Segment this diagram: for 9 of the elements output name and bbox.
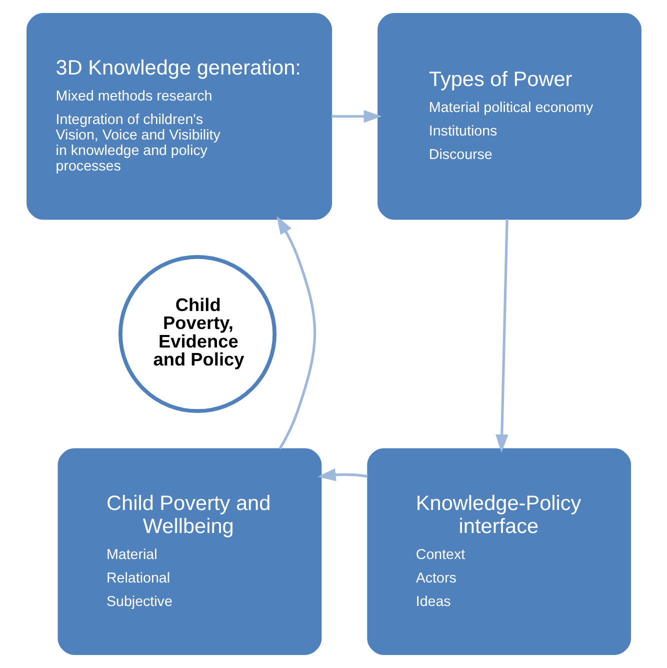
arrow bbox=[331, 110, 382, 123]
node-box: Knowledge-Policy interface Context Actors Ideas bbox=[366, 448, 631, 655]
node-box: 3D Knowledge generation: Mixed methods research Integration of children's Vision, Voice and Visibility in knowledge and policy processes bbox=[26, 13, 332, 220]
arrow bbox=[495, 219, 508, 453]
node-circle: Child Poverty, Evidence and Policy bbox=[118, 254, 276, 414]
node-box: Types of Power Material political economy Institutions Discourse bbox=[377, 13, 641, 220]
arrow bbox=[276, 216, 316, 450]
node-box: Child Poverty and Wellbeing Material Relational Subjective bbox=[57, 448, 322, 655]
arrow bbox=[317, 468, 368, 482]
